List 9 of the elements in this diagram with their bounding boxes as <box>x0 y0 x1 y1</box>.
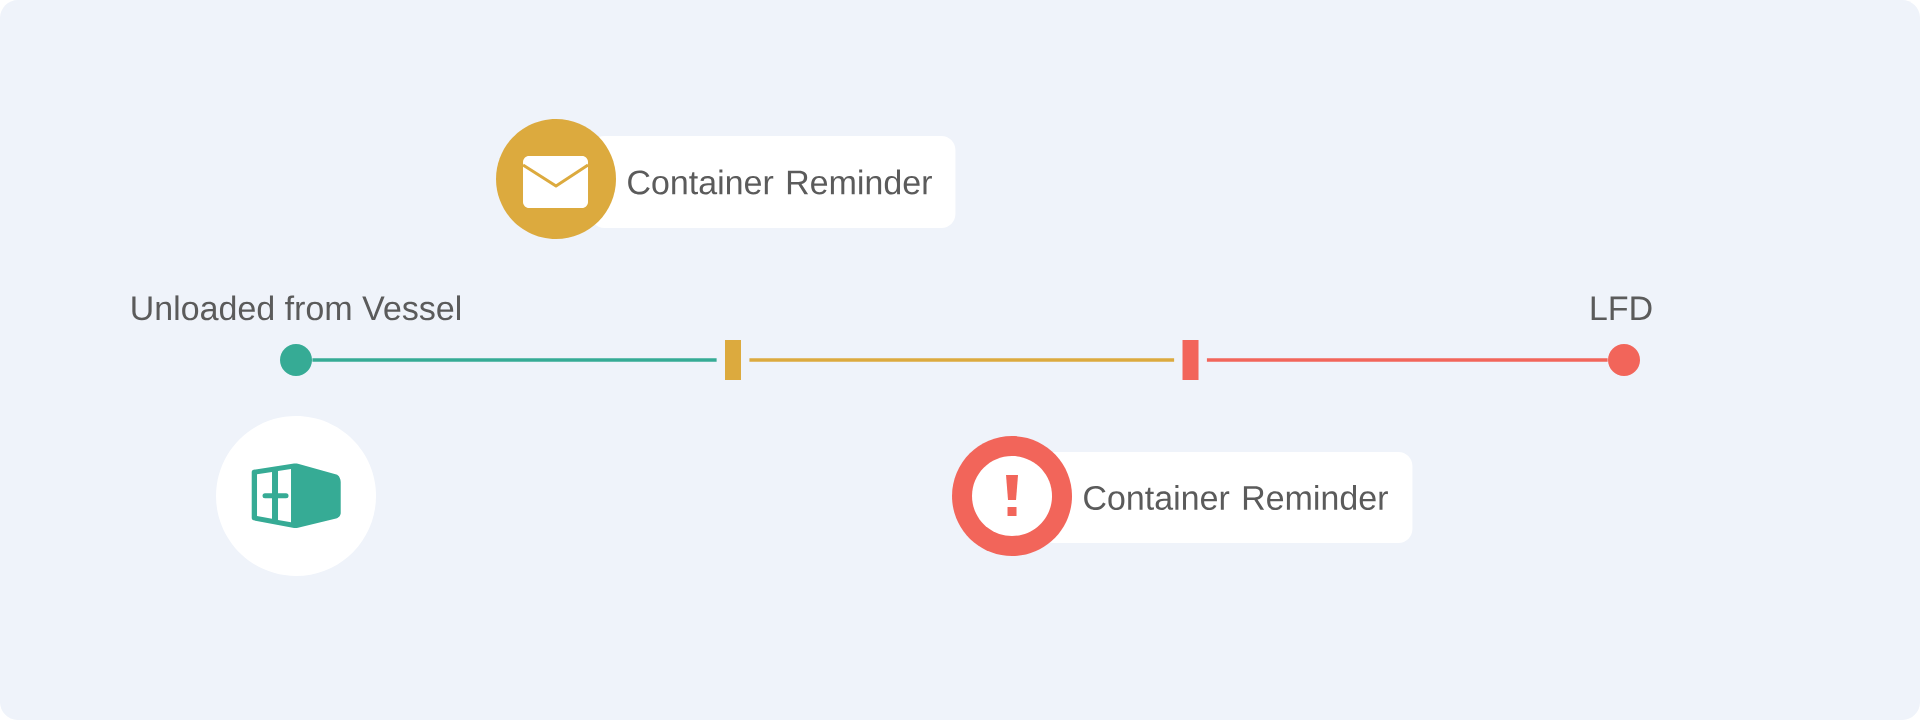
timeline-line <box>312 358 717 362</box>
timeline-line <box>749 358 1175 362</box>
reminder-card: Container Reminder <box>590 136 956 228</box>
milestone-label: LFD <box>1591 296 1652 320</box>
timeline-line <box>1206 358 1608 362</box>
milestone-marker <box>725 340 741 380</box>
milestone-label: Unloaded from Vessel <box>132 295 460 321</box>
timeline-dot <box>1608 344 1640 376</box>
timeline-dot <box>280 344 312 376</box>
